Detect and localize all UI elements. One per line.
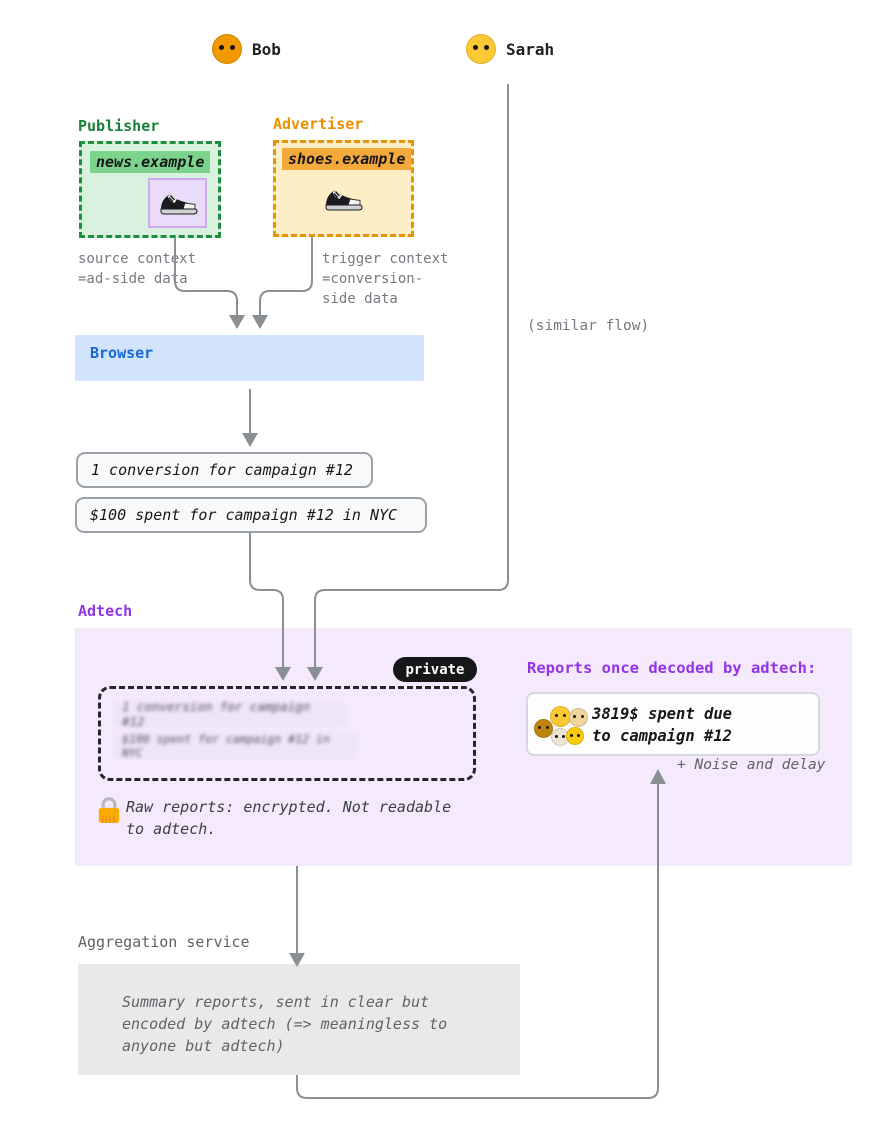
- browser-label: Browser: [90, 344, 154, 362]
- sarah-label: Sarah: [506, 40, 555, 59]
- person-face-icon: [566, 727, 584, 745]
- source-context-note: source context =ad-side data: [78, 251, 197, 287]
- arrow-advertiser-to-browser: [259, 237, 313, 315]
- ad-frame: [148, 178, 207, 228]
- person-face-icon: [534, 719, 553, 738]
- publisher-site-url: news.example: [90, 151, 211, 173]
- encrypted-reports-box: [98, 686, 476, 781]
- advertiser-label: Advertiser: [273, 115, 364, 133]
- noise-delay-note: + Noise and delay: [677, 757, 826, 773]
- sneaker-icon: [325, 189, 363, 211]
- person-face-icon: [551, 728, 569, 746]
- summary-reports-text: Summary reports, sent in clear but encod…: [122, 993, 448, 1055]
- decoded-reports-title: Reports once decoded by adtech:: [527, 659, 817, 677]
- advertiser-site-url: shoes.example: [282, 148, 412, 170]
- browser-box: Browser: [75, 335, 424, 381]
- decoded-report-box: 3819$ spent due to campaign #12: [526, 692, 820, 756]
- arrowhead-down-icon: [229, 315, 245, 329]
- similar-flow-note: (similar flow): [527, 318, 650, 334]
- aggregation-service-box: Summary reports, sent in clear but encod…: [78, 964, 520, 1075]
- bob-avatar-face-icon: [212, 34, 242, 64]
- people-faces-icon-cluster: [528, 694, 598, 758]
- lock-icon: [98, 797, 120, 823]
- publisher-label: Publisher: [78, 117, 160, 135]
- arrowhead-down-icon: [242, 433, 258, 447]
- sneaker-icon: [159, 193, 198, 215]
- encrypted-report-1: 1 conversion for campaign #12: [113, 699, 348, 729]
- report-chip-spend: $100 spent for campaign #12 in NYC: [75, 497, 427, 533]
- decoded-report-text: 3819$ spent due to campaign #12: [592, 705, 732, 745]
- bob-label: Bob: [252, 40, 281, 59]
- person-face-icon: [550, 706, 571, 727]
- trigger-context-note: trigger context =conversion- side data: [322, 251, 449, 307]
- report-chip-conversion: 1 conversion for campaign #12: [76, 452, 373, 488]
- publisher-site-card: news.example: [79, 141, 221, 238]
- advertiser-site-card: shoes.example: [273, 140, 414, 237]
- encrypted-report-2: $100 spent for campaign #12 in NYC: [113, 732, 359, 760]
- adtech-label: Adtech: [78, 602, 133, 620]
- arrowhead-down-icon: [252, 315, 268, 329]
- raw-reports-note: Raw reports: encrypted. Not readable to …: [126, 798, 452, 838]
- private-badge: private: [393, 657, 477, 682]
- person-face-icon: [569, 708, 588, 727]
- aggregation-service-label: Aggregation service: [78, 933, 250, 951]
- sarah-avatar-face-icon: [466, 34, 496, 64]
